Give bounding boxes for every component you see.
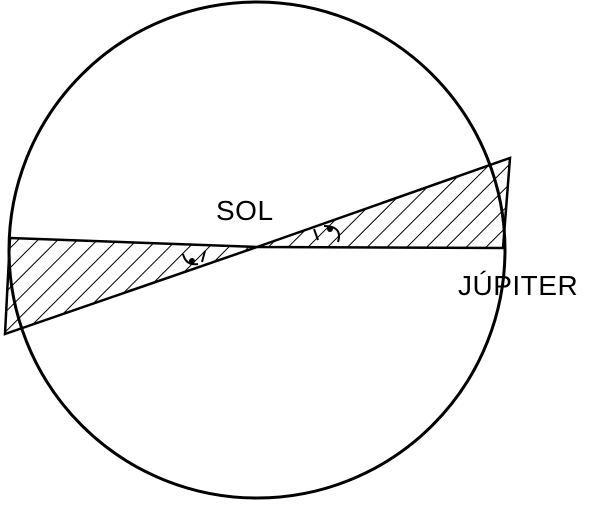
right-angle-marker [313,225,340,243]
left-angle-marker [182,250,206,266]
jupiter-label: JÚPITER [458,270,579,301]
right-hatched-wedge [256,156,512,250]
sun-label: SOL [216,195,274,226]
left-hatched-wedge [3,236,258,336]
